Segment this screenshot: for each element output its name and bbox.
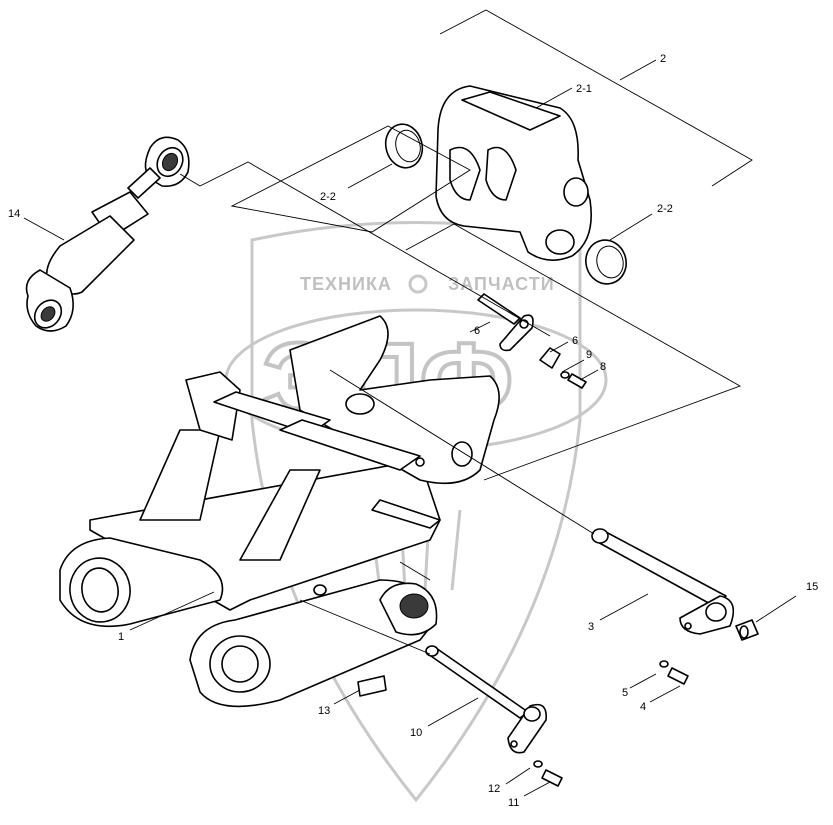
callout-10: 14 bbox=[8, 208, 20, 220]
washer-5 bbox=[659, 660, 669, 668]
gear-icon bbox=[408, 274, 428, 294]
callout-5: 5 bbox=[622, 687, 628, 699]
bolt-4 bbox=[667, 667, 689, 685]
callout-1: 1 bbox=[118, 631, 124, 643]
callout-3: 3 bbox=[588, 621, 594, 633]
callout-leaders bbox=[23, 59, 797, 797]
callout-9: 9 bbox=[586, 349, 592, 361]
callout-14: 15 bbox=[806, 581, 818, 593]
long-pin-3 bbox=[591, 528, 735, 635]
callout-2-2-left: 2-2 bbox=[320, 191, 336, 203]
callout-4: 4 bbox=[640, 701, 646, 713]
callout-2-1: 2-1 bbox=[576, 83, 592, 95]
callout-15: 13 bbox=[318, 705, 330, 717]
main-frame bbox=[59, 315, 500, 708]
callout-13: 12 bbox=[488, 783, 500, 795]
callout-8: 8 bbox=[600, 361, 606, 373]
callout-12: 11 bbox=[508, 797, 519, 809]
small-plate bbox=[539, 347, 561, 369]
watermark-brand-right: ЗАПЧАСТИ bbox=[448, 274, 555, 294]
callout-2-2-right: 2-2 bbox=[657, 203, 673, 215]
bolt-8 bbox=[560, 371, 587, 389]
nameplate bbox=[357, 675, 387, 697]
bracket-assembly bbox=[435, 85, 592, 261]
callout-6-plate: 6 bbox=[572, 335, 578, 347]
small-pin bbox=[477, 293, 534, 352]
watermark-brand-left: ТЕХНИКА bbox=[300, 274, 392, 294]
washer-13 bbox=[533, 760, 543, 768]
hydraulic-cylinder bbox=[25, 136, 190, 332]
assembly-lines bbox=[179, 9, 753, 655]
bolt-12 bbox=[541, 769, 563, 787]
bushing-left bbox=[384, 123, 424, 169]
callout-11: 10 bbox=[410, 727, 422, 739]
bushing-right bbox=[585, 239, 627, 285]
pin-11 bbox=[425, 645, 547, 754]
callout-labels: 2 2-1 2-2 2-2 14 6 6 9 8 1 3 15 5 4 10 1… bbox=[8, 53, 818, 809]
callout-6-pin: 6 bbox=[474, 325, 480, 337]
callout-2: 2 bbox=[660, 53, 666, 65]
grease-nipple bbox=[735, 619, 759, 641]
